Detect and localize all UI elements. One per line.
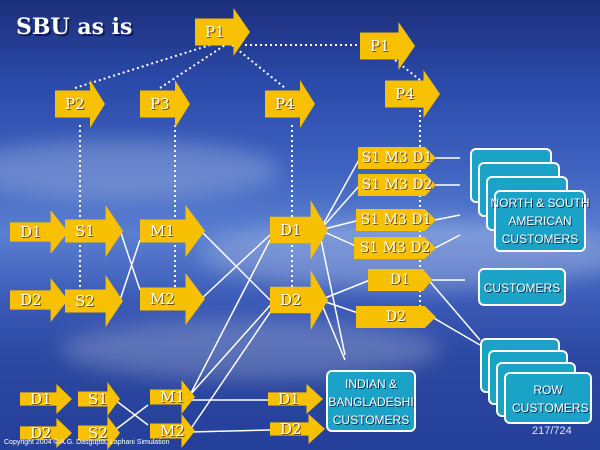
customer-label-row: ROW CUSTOMERS <box>512 383 589 415</box>
route-s1-m3-d1-a: S1 M3 D1 <box>358 147 436 169</box>
slide-title: SBU as is <box>16 14 133 40</box>
route-s1-m3-d2-b: S1 M3 D2 <box>354 237 436 259</box>
customer-label-generic: CUSTOMERS <box>483 281 561 295</box>
route-s1-m3-d2-a: S1 M3 D2 <box>358 174 436 196</box>
customer-card-indian <box>326 370 416 432</box>
copyright-notice: Copyright 2004 © A.G. Dasgupta, Laphani … <box>4 439 170 446</box>
route-s1-m3-d1-b: S1 M3 D1 <box>356 209 436 231</box>
customer-card-generic <box>478 268 566 306</box>
customer-card-americas <box>494 190 586 252</box>
customer-label-americas: NORTH & SOUTH AMERICAN CUSTOMERS <box>490 196 590 246</box>
route-d1: D1 <box>368 269 432 291</box>
cloud-decoration <box>0 140 280 200</box>
route-d2: D2 <box>356 306 436 328</box>
customer-label-indian: INDIAN & BANGLADESHI CUSTOMERS <box>328 377 414 427</box>
customer-card-row <box>504 372 592 424</box>
page-number: 217/724 <box>532 425 572 437</box>
